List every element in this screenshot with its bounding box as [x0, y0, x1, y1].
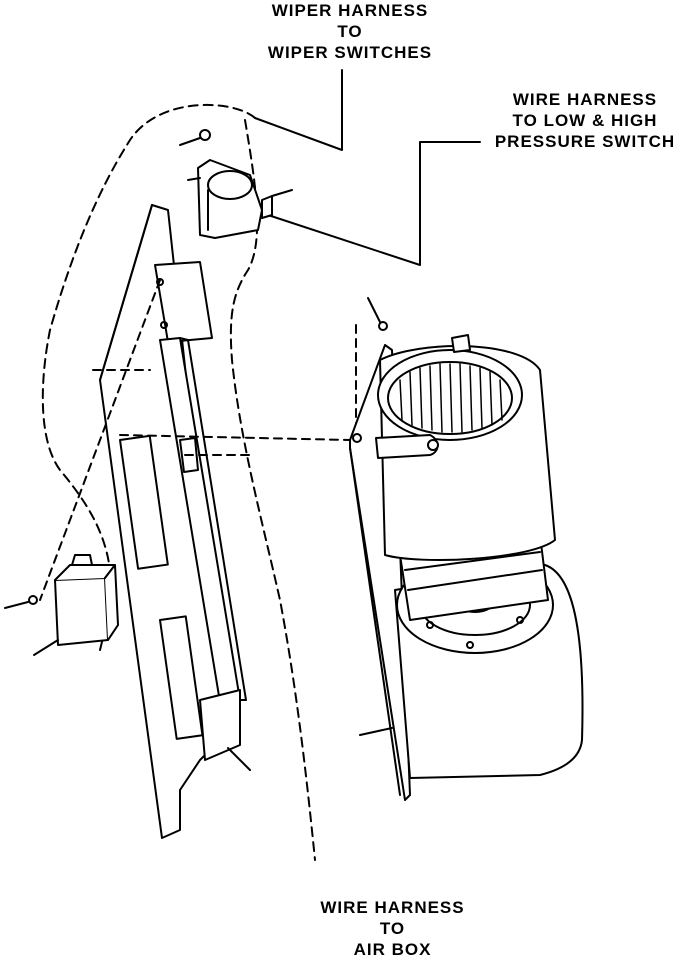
bracket-leader — [227, 747, 251, 771]
airbox-harness-line-1: WIRE HARNESS — [320, 898, 465, 917]
mounting-plate — [99, 204, 221, 839]
bracket-channel — [159, 337, 247, 761]
pressure-harness-label: WIRE HARNESS TO LOW & HIGH PRESSURE SWIT… — [470, 89, 693, 152]
enclosure-inner-outline — [229, 119, 316, 861]
wiper-harness-line-2: TO — [337, 22, 363, 41]
alignment-lines — [39, 279, 357, 601]
wiper-harness-label: WIPER HARNESS TO WIPER SWITCHES — [240, 0, 460, 63]
airbox-harness-label: WIRE HARNESS TO AIR BOX — [280, 897, 505, 960]
plate-cutout-upper — [119, 434, 169, 570]
pressure-harness-leader — [267, 141, 481, 266]
blower-assembly — [349, 297, 584, 801]
wiper-harness-line-3: WIPER SWITCHES — [267, 43, 433, 62]
plate-cutout-lower — [159, 615, 204, 740]
pressure-switch — [179, 129, 293, 239]
blower-wheel — [399, 363, 503, 433]
relay-box — [4, 554, 119, 656]
pressure-harness-line-2: TO LOW & HIGH — [512, 111, 658, 130]
wiper-harness-leader — [254, 69, 343, 151]
pressure-harness-line-1: WIRE HARNESS — [512, 90, 658, 109]
airbox-harness-line-2: TO — [379, 919, 406, 938]
pressure-harness-line-3: PRESSURE SWITCH — [494, 132, 676, 151]
wiper-harness-line-1: WIPER HARNESS — [271, 1, 429, 20]
airbox-harness-line-3: AIR BOX — [353, 940, 432, 959]
